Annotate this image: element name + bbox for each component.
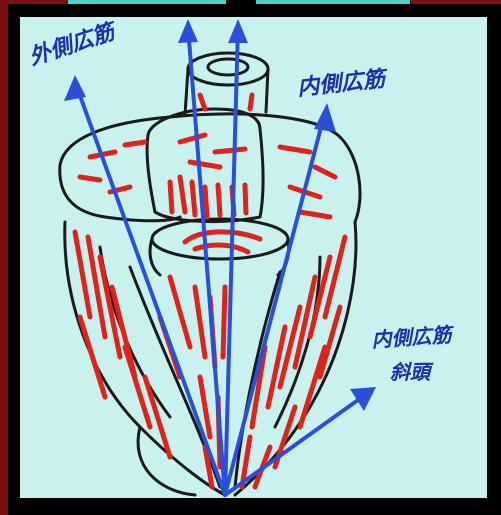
quadriceps-drawing: 外側広筋 内側広筋 内側広筋 斜頭	[20, 17, 487, 498]
label-top-left: 外側広筋	[26, 18, 122, 71]
label-top-right: 内側広筋	[296, 65, 390, 100]
whiteboard: 外側広筋 内側広筋 内側広筋 斜頭	[20, 17, 487, 498]
top-tab-right	[256, 0, 410, 4]
frame-edge-top-left	[0, 0, 70, 4]
frame-edge-left	[0, 0, 8, 515]
label-bottom-right-line1: 内側広筋	[371, 322, 456, 352]
label-bottom-right-line2: 斜頭	[390, 360, 434, 384]
arrow-up-icon-2	[225, 27, 238, 495]
frame-edge-top-right	[411, 0, 501, 4]
top-tab-left	[68, 0, 226, 4]
